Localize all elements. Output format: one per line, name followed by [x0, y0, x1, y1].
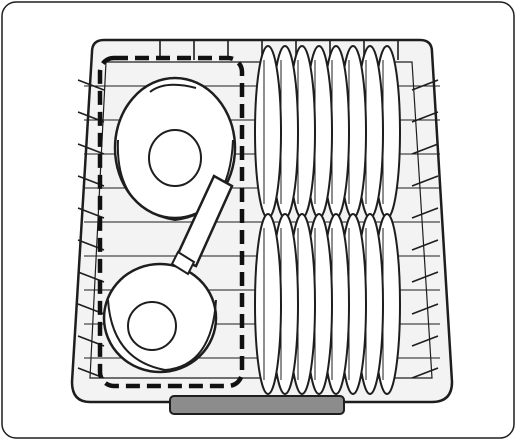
- rack-tine: [411, 303, 439, 315]
- rack-tine: [77, 79, 105, 91]
- rack-tine: [411, 175, 439, 187]
- rack-handle[interactable]: [169, 395, 345, 415]
- highlight-dashed-outline: [97, 55, 245, 389]
- rack-tine: [411, 111, 439, 123]
- rack-tine: [411, 239, 439, 251]
- rack-tine: [411, 271, 439, 283]
- rack-tine: [77, 207, 105, 219]
- rack-tine: [411, 335, 439, 347]
- upper-pot: [113, 76, 237, 222]
- rack-tine: [411, 207, 439, 219]
- rack-tine: [411, 143, 439, 155]
- plates-group: [254, 45, 401, 395]
- plate: [254, 213, 282, 395]
- rack-tine: [411, 367, 439, 379]
- plate: [254, 45, 282, 219]
- lower-pot: [102, 174, 234, 374]
- rack-tine: [411, 79, 439, 91]
- rack-tine: [77, 143, 105, 155]
